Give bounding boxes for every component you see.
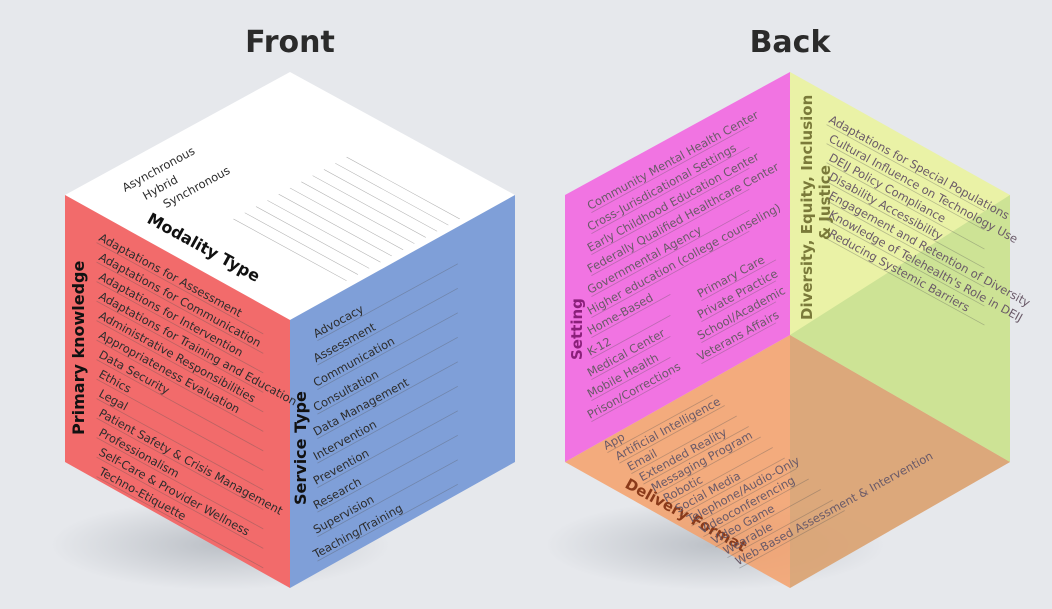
- primary-knowledge-item-rule: [96, 378, 264, 471]
- primary-knowledge-item-rule: [96, 398, 264, 491]
- primary-knowledge-item-rule: [96, 476, 264, 569]
- front-title: Front: [245, 25, 335, 60]
- delivery-format-item-rule: [667, 447, 773, 506]
- primary-knowledge-item-rule: [96, 261, 264, 354]
- setting-item-rule: [591, 167, 750, 255]
- modality-rule: [301, 181, 415, 244]
- service-type-item-rule: [317, 385, 458, 464]
- front-cube: Asynchronous Hybrid Synchronous Modality…: [65, 72, 515, 588]
- delivery-format-item-rule: [631, 415, 737, 474]
- back-setting-face: [565, 72, 790, 462]
- delivery-format-item-rule: [655, 436, 761, 495]
- setting-item-rule: [591, 188, 750, 276]
- primary-knowledge-item-rule: [96, 300, 264, 393]
- service-type-item-rule: [317, 312, 458, 390]
- service-type-item-rule: [317, 459, 458, 537]
- service-type-item-rule: [317, 336, 458, 415]
- setting-item-rule: [591, 357, 671, 401]
- deij-item-rule: [826, 162, 985, 250]
- delivery-format-item-rule: [703, 478, 809, 537]
- modality-rule: [346, 156, 460, 220]
- modality-rule-lines: [233, 156, 460, 281]
- deij-item-rule: [826, 124, 985, 212]
- front-left-face: [65, 195, 290, 588]
- delivery-format-item-rule: [691, 468, 797, 527]
- deij-item-rule: [826, 143, 985, 231]
- service-type-item-rule: [317, 434, 458, 513]
- modality-type-section: [233, 156, 460, 281]
- primary-knowledge-item-rule: [96, 359, 264, 452]
- back-overlap-right: [790, 195, 1010, 462]
- delivery-format-item-rule: [679, 457, 785, 516]
- modality-rule: [289, 187, 404, 250]
- deij-heading: Diversity, Equity, Inclusion: [798, 95, 816, 320]
- primary-knowledge-item-rule: [96, 320, 264, 413]
- delivery-format-item-rule: [715, 489, 821, 548]
- primary-knowledge-item-rule: [96, 281, 264, 374]
- setting-item-rule: [591, 315, 671, 359]
- service-type-item-rule: [317, 287, 458, 366]
- primary-knowledge-item-rule: [96, 437, 264, 530]
- service-type-item-rule: [317, 410, 458, 488]
- setting-item-rule: [591, 209, 750, 297]
- deij-heading-line2: & Justice: [816, 165, 834, 240]
- delivery-format-item-rule: [643, 426, 749, 485]
- deij-item-rule: [826, 238, 985, 326]
- back-cube: Setting Community Mental Health CenterCr…: [565, 72, 1033, 588]
- back-overlap-lower: [790, 335, 1010, 588]
- setting-item-rule: [701, 301, 777, 343]
- modality-rule: [323, 169, 438, 232]
- primary-knowledge-heading: Primary knowledge: [69, 260, 88, 435]
- primary-knowledge-item-rule: [96, 456, 264, 549]
- modality-rule: [233, 218, 347, 281]
- modality-rule: [312, 175, 427, 238]
- setting-item-rule: [591, 336, 671, 380]
- primary-knowledge-item-rule: [96, 417, 264, 510]
- setting-item-rule: [591, 125, 750, 213]
- delivery-format-item-rule: [739, 510, 845, 569]
- delivery-format-item-rule: [607, 394, 713, 453]
- back-title: Back: [750, 25, 832, 60]
- setting-heading: Setting: [568, 298, 586, 360]
- delivery-format-item-rule: [727, 499, 833, 558]
- delivery-format-item-rule: [619, 405, 725, 464]
- primary-knowledge-item-rule: [96, 339, 264, 432]
- service-type-item-rule: [317, 361, 458, 439]
- setting-item-rule: [701, 259, 777, 301]
- setting-item-rule: [591, 294, 671, 338]
- service-type-heading: Service Type: [291, 391, 310, 505]
- deij-item-rule: [826, 181, 985, 269]
- setting-item-rule: [591, 230, 750, 318]
- setting-item-rule: [591, 146, 750, 234]
- modality-rule: [244, 212, 359, 275]
- front-top-face: [65, 72, 515, 320]
- modality-rule: [278, 194, 393, 257]
- setting-item-rule: [591, 378, 671, 422]
- service-type-item-rule: [317, 483, 458, 562]
- modality-rule: [267, 200, 381, 263]
- modality-rule: [334, 163, 449, 226]
- modality-rule: [255, 206, 370, 269]
- deij-item-rule: [826, 219, 985, 307]
- setting-item-rule: [701, 280, 777, 322]
- front-right-face: [290, 195, 515, 588]
- setting-item-rule: [701, 322, 777, 364]
- service-type-item-rule: [317, 263, 458, 341]
- deij-item-rule: [826, 200, 985, 288]
- primary-knowledge-item-rule: [96, 242, 264, 335]
